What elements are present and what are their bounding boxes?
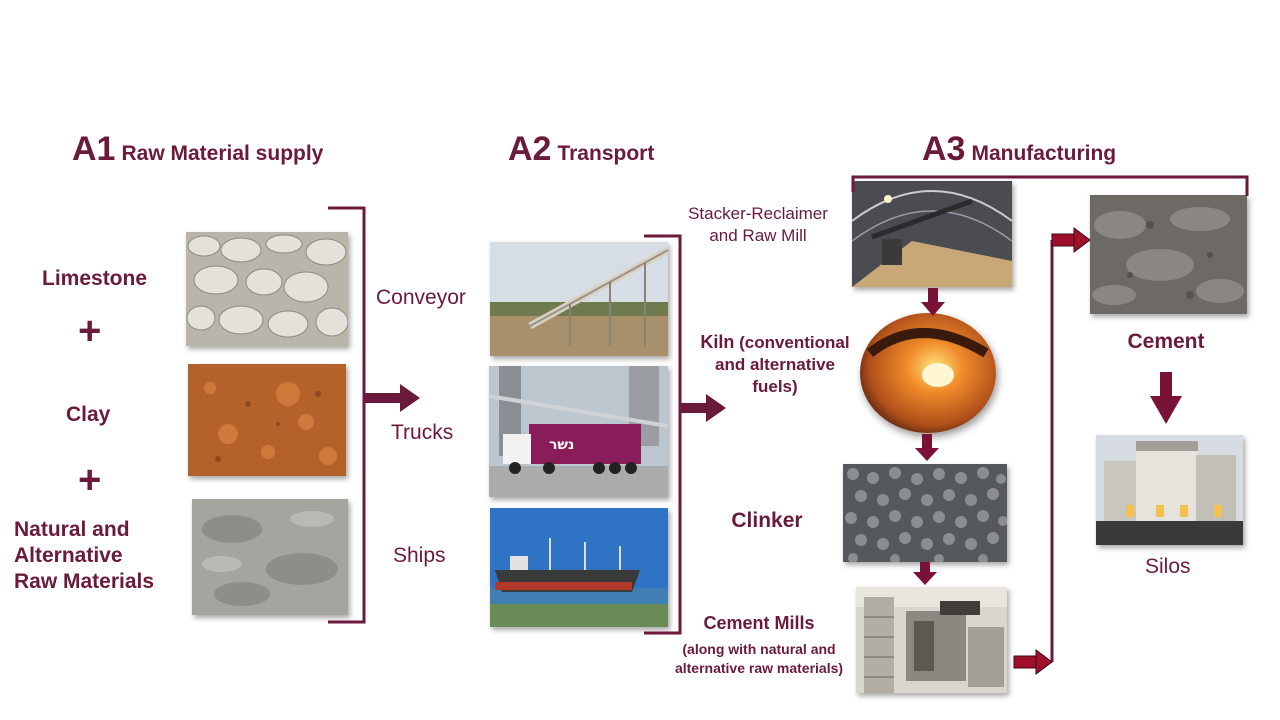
limestone-photo <box>186 232 348 346</box>
conveyor-label: Conveyor <box>376 286 466 309</box>
cement-to-silos-arrow <box>1150 372 1182 424</box>
a2-bracket <box>644 234 682 635</box>
kiln-rest: (conventional <box>734 333 850 352</box>
mills-out-arrow <box>1013 649 1053 675</box>
stage-name: Transport <box>557 142 655 165</box>
kiln-line: fuels) <box>752 377 798 396</box>
ships-label: Ships <box>393 544 446 567</box>
down-arrow <box>921 288 945 316</box>
stage-code: A3 <box>922 130 966 168</box>
plus-sign: + <box>78 458 102 502</box>
silos-photo <box>1096 435 1243 545</box>
stage-code: A2 <box>508 130 552 168</box>
a2-to-a3-arrow <box>680 394 726 422</box>
cement-in-arrow <box>1051 227 1091 253</box>
clinker-photo <box>843 464 1007 562</box>
a1-to-a2-arrow <box>364 384 420 412</box>
natural-alt-line: Alternative <box>14 544 123 567</box>
stacker-line: Stacker-Reclaimer <box>688 204 828 223</box>
plus-sign: + <box>78 309 102 353</box>
stage-code: A1 <box>72 130 116 168</box>
down-arrow <box>913 562 937 585</box>
clinker-label: Clinker <box>731 509 803 532</box>
top-connector-line <box>851 175 1249 196</box>
down-arrow <box>915 434 939 461</box>
stage-name: Manufacturing <box>971 142 1117 165</box>
conveyor-photo <box>490 242 668 356</box>
trucks-label: Trucks <box>391 421 454 444</box>
kiln-label: Kiln (conventional and alternative fuels… <box>680 331 870 398</box>
clay-label: Clay <box>66 403 111 426</box>
mills-line: (along with natural and <box>682 641 836 657</box>
cement-mills-label: Cement Mills (along with natural and alt… <box>644 612 874 678</box>
truck-photo: נשר <box>489 366 668 497</box>
mills-line: alternative raw materials) <box>674 660 844 676</box>
cement-mills-photo <box>856 587 1007 693</box>
stacker-line: and Raw Mill <box>709 226 807 245</box>
natural-raw-materials-photo <box>192 499 348 615</box>
kiln-bold: Kiln <box>700 332 735 352</box>
natural-alt-line: Raw Materials <box>14 570 155 593</box>
kiln-photo <box>860 313 996 433</box>
stacker-reclaimer-photo <box>852 181 1012 287</box>
limestone-label: Limestone <box>42 267 148 290</box>
a1-bracket <box>328 206 366 624</box>
stacker-reclaimer-label: Stacker-Reclaimer and Raw Mill <box>668 203 848 247</box>
clay-photo <box>188 364 346 476</box>
cement-label: Cement <box>1127 330 1205 353</box>
silos-label: Silos <box>1145 555 1191 578</box>
mills-title: Cement Mills <box>703 613 815 633</box>
stage-name: Raw Material supply <box>121 142 324 165</box>
natural-alt-line: Natural and <box>14 518 130 541</box>
kiln-line: and alternative <box>715 355 835 374</box>
natural-alt-label: Natural and Alternative Raw Materials <box>14 517 154 595</box>
ship-photo <box>490 508 668 627</box>
truck-logo-text: נשר <box>549 437 574 453</box>
cement-photo <box>1090 195 1247 314</box>
